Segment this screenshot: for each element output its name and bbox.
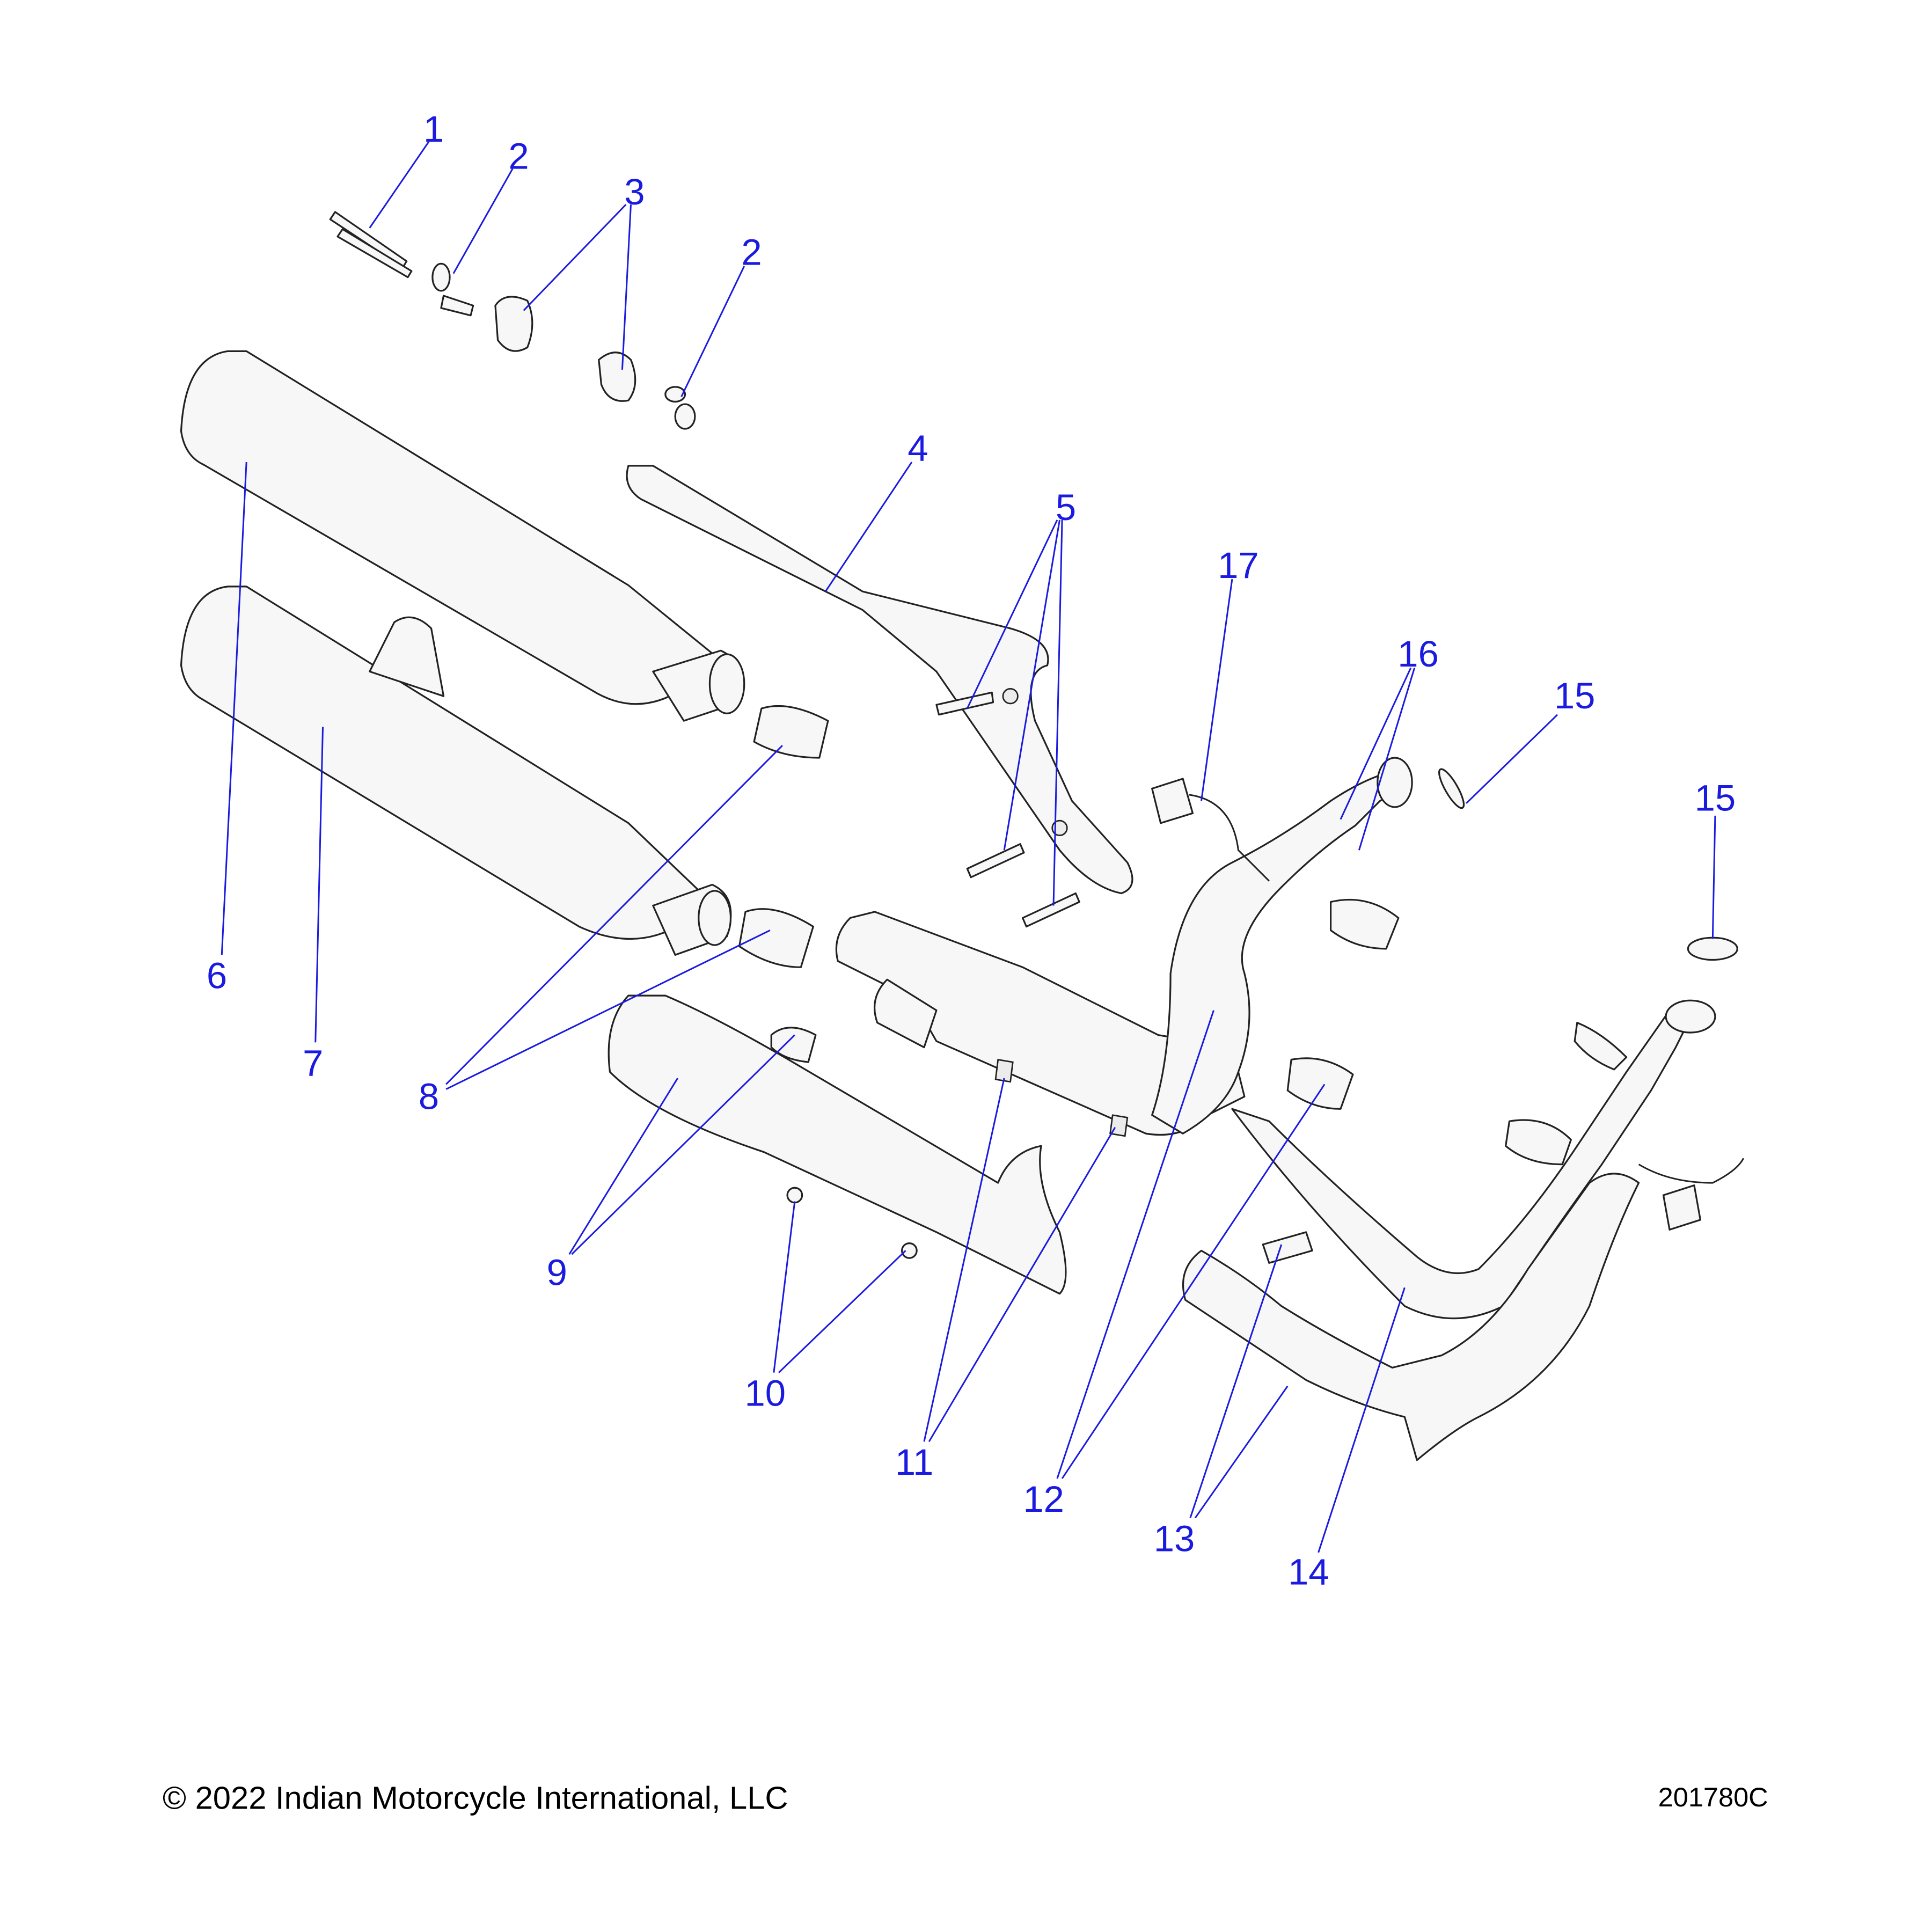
callout-8: 8	[419, 1075, 439, 1117]
callout-10: 10	[744, 1373, 786, 1414]
callout-4: 4	[908, 428, 928, 469]
callout-12: 12	[1023, 1479, 1064, 1520]
clamps-16-13	[1262, 898, 1628, 1264]
callout-2b: 2	[741, 232, 762, 273]
plates-3	[494, 296, 636, 402]
crossover-pipe	[835, 911, 1246, 1137]
callout-1: 1	[423, 108, 444, 150]
callout-3: 3	[624, 171, 645, 213]
callout-2: 2	[508, 136, 529, 177]
muffler-6	[180, 350, 745, 722]
callout-7: 7	[303, 1042, 323, 1084]
callout-labels: 1 2 3 2 4 5 17 16 15 15 6 7 8 9 10 11 12…	[207, 108, 1736, 1593]
heat-shield-9	[608, 994, 1067, 1295]
bolts-1	[329, 211, 413, 279]
callout-5: 5	[1056, 487, 1076, 528]
callout-16: 16	[1397, 633, 1439, 675]
fasteners-10	[786, 1187, 918, 1259]
copyright-text: © 2022 Indian Motorcycle International, …	[163, 1780, 788, 1816]
spacers-2	[431, 262, 696, 430]
mount-bracket-4	[626, 465, 1133, 895]
head-pipe-rear-14	[1231, 999, 1716, 1320]
muffler-7	[180, 586, 732, 956]
heat-shield-13	[1182, 1173, 1640, 1461]
callout-14: 14	[1288, 1552, 1329, 1593]
callout-13: 13	[1154, 1518, 1195, 1560]
gaskets-15	[1438, 768, 1738, 961]
callout-15: 15	[1554, 675, 1596, 716]
callout-17: 17	[1218, 545, 1259, 586]
callout-11: 11	[895, 1441, 933, 1483]
callout-9: 9	[547, 1252, 567, 1293]
header-pipe-front-12	[1151, 757, 1413, 1135]
callout-6: 6	[207, 955, 227, 996]
drawing-number: 201780C	[1658, 1782, 1768, 1812]
callout-15b: 15	[1695, 778, 1736, 819]
clamps-8	[738, 705, 829, 968]
o2-sensors-17	[1151, 778, 1745, 1231]
leader-lines	[221, 141, 1716, 1553]
